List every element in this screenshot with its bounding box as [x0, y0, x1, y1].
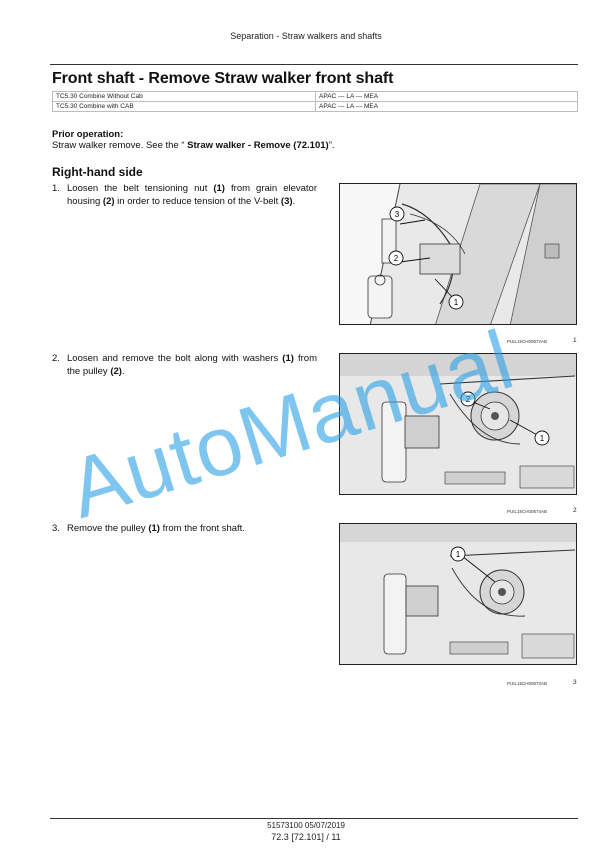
- page-title: Front shaft - Remove Straw walker front …: [52, 70, 394, 87]
- step-1: 1. Loosen the belt tensioning nut (1) fr…: [52, 182, 317, 208]
- table-cell-model: TC5.30 Combine with CAB: [52, 101, 316, 112]
- step-3: 3. Remove the pulley (1) from the front …: [52, 522, 317, 535]
- svg-text:1: 1: [456, 550, 461, 559]
- footer-rule: [50, 818, 578, 819]
- svg-text:2: 2: [394, 254, 399, 263]
- svg-text:3: 3: [395, 210, 400, 219]
- figure-1: 3 2 1: [339, 183, 577, 325]
- prior-text-before: Straw walker remove. See the “: [52, 140, 188, 151]
- section-title: Right-hand side: [52, 165, 143, 179]
- svg-text:1: 1: [454, 298, 459, 307]
- table-cell-regions: APAC --- LA --- MEA: [315, 91, 578, 102]
- svg-text:1: 1: [540, 434, 545, 443]
- step-number: 1.: [52, 183, 60, 194]
- callout-1: 1: [450, 546, 466, 562]
- figure-3-illustration: 1: [340, 524, 576, 664]
- callout-2: 2: [388, 250, 404, 266]
- footer-doc-number: 51573100 05/07/2019: [267, 821, 345, 830]
- callout-3: 3: [389, 206, 405, 222]
- figure-1-illustration: 3 2 1: [340, 184, 576, 324]
- prior-text-after: ”.: [328, 140, 335, 151]
- prior-operation-reference-link[interactable]: Straw walker - Remove (72.101): [187, 140, 329, 151]
- running-header: Separation - Straw walkers and shafts: [230, 31, 382, 41]
- title-rule: [50, 64, 578, 65]
- step-number: 2.: [52, 353, 60, 364]
- applicability-table: TC5.30 Combine Without Cab APAC --- LA -…: [52, 91, 578, 112]
- table-cell-model: TC5.30 Combine Without Cab: [52, 91, 316, 102]
- figure-3-code: PUIL15CH00673AB: [507, 681, 548, 686]
- step-text: Remove the pulley (1) from the front sha…: [67, 523, 245, 534]
- figure-3-number: 3: [573, 679, 577, 686]
- callout-1: 1: [448, 294, 464, 310]
- figure-1-number: 1: [573, 337, 577, 344]
- table-row: TC5.30 Combine with CAB APAC --- LA --- …: [52, 101, 578, 112]
- step-2: 2. Loosen and remove the bolt along with…: [52, 352, 317, 378]
- svg-text:2: 2: [466, 395, 471, 404]
- step-number: 3.: [52, 523, 60, 534]
- prior-operation-text: Straw walker remove. See the “ Straw wal…: [52, 140, 335, 151]
- figure-2-illustration: 2 1: [340, 354, 576, 494]
- figure-2-number: 2: [573, 507, 577, 514]
- table-cell-regions: APAC --- LA --- MEA: [315, 101, 578, 112]
- figure-3: 1: [339, 523, 577, 665]
- step-text: Loosen and remove the bolt along with wa…: [67, 353, 317, 377]
- figure-1-code: PUIL15CH00672AB: [507, 339, 548, 344]
- figure-2-code: PUIL15CH00674AB: [507, 509, 548, 514]
- footer-page-number: 72.3 [72.101] / 11: [271, 832, 341, 842]
- callout-2: 2: [460, 391, 476, 407]
- table-row: TC5.30 Combine Without Cab APAC --- LA -…: [52, 91, 578, 102]
- callout-1: 1: [534, 430, 550, 446]
- figure-2: 2 1: [339, 353, 577, 495]
- step-text: Loosen the belt tensioning nut (1) from …: [67, 183, 317, 207]
- prior-operation-label: Prior operation:: [52, 129, 124, 140]
